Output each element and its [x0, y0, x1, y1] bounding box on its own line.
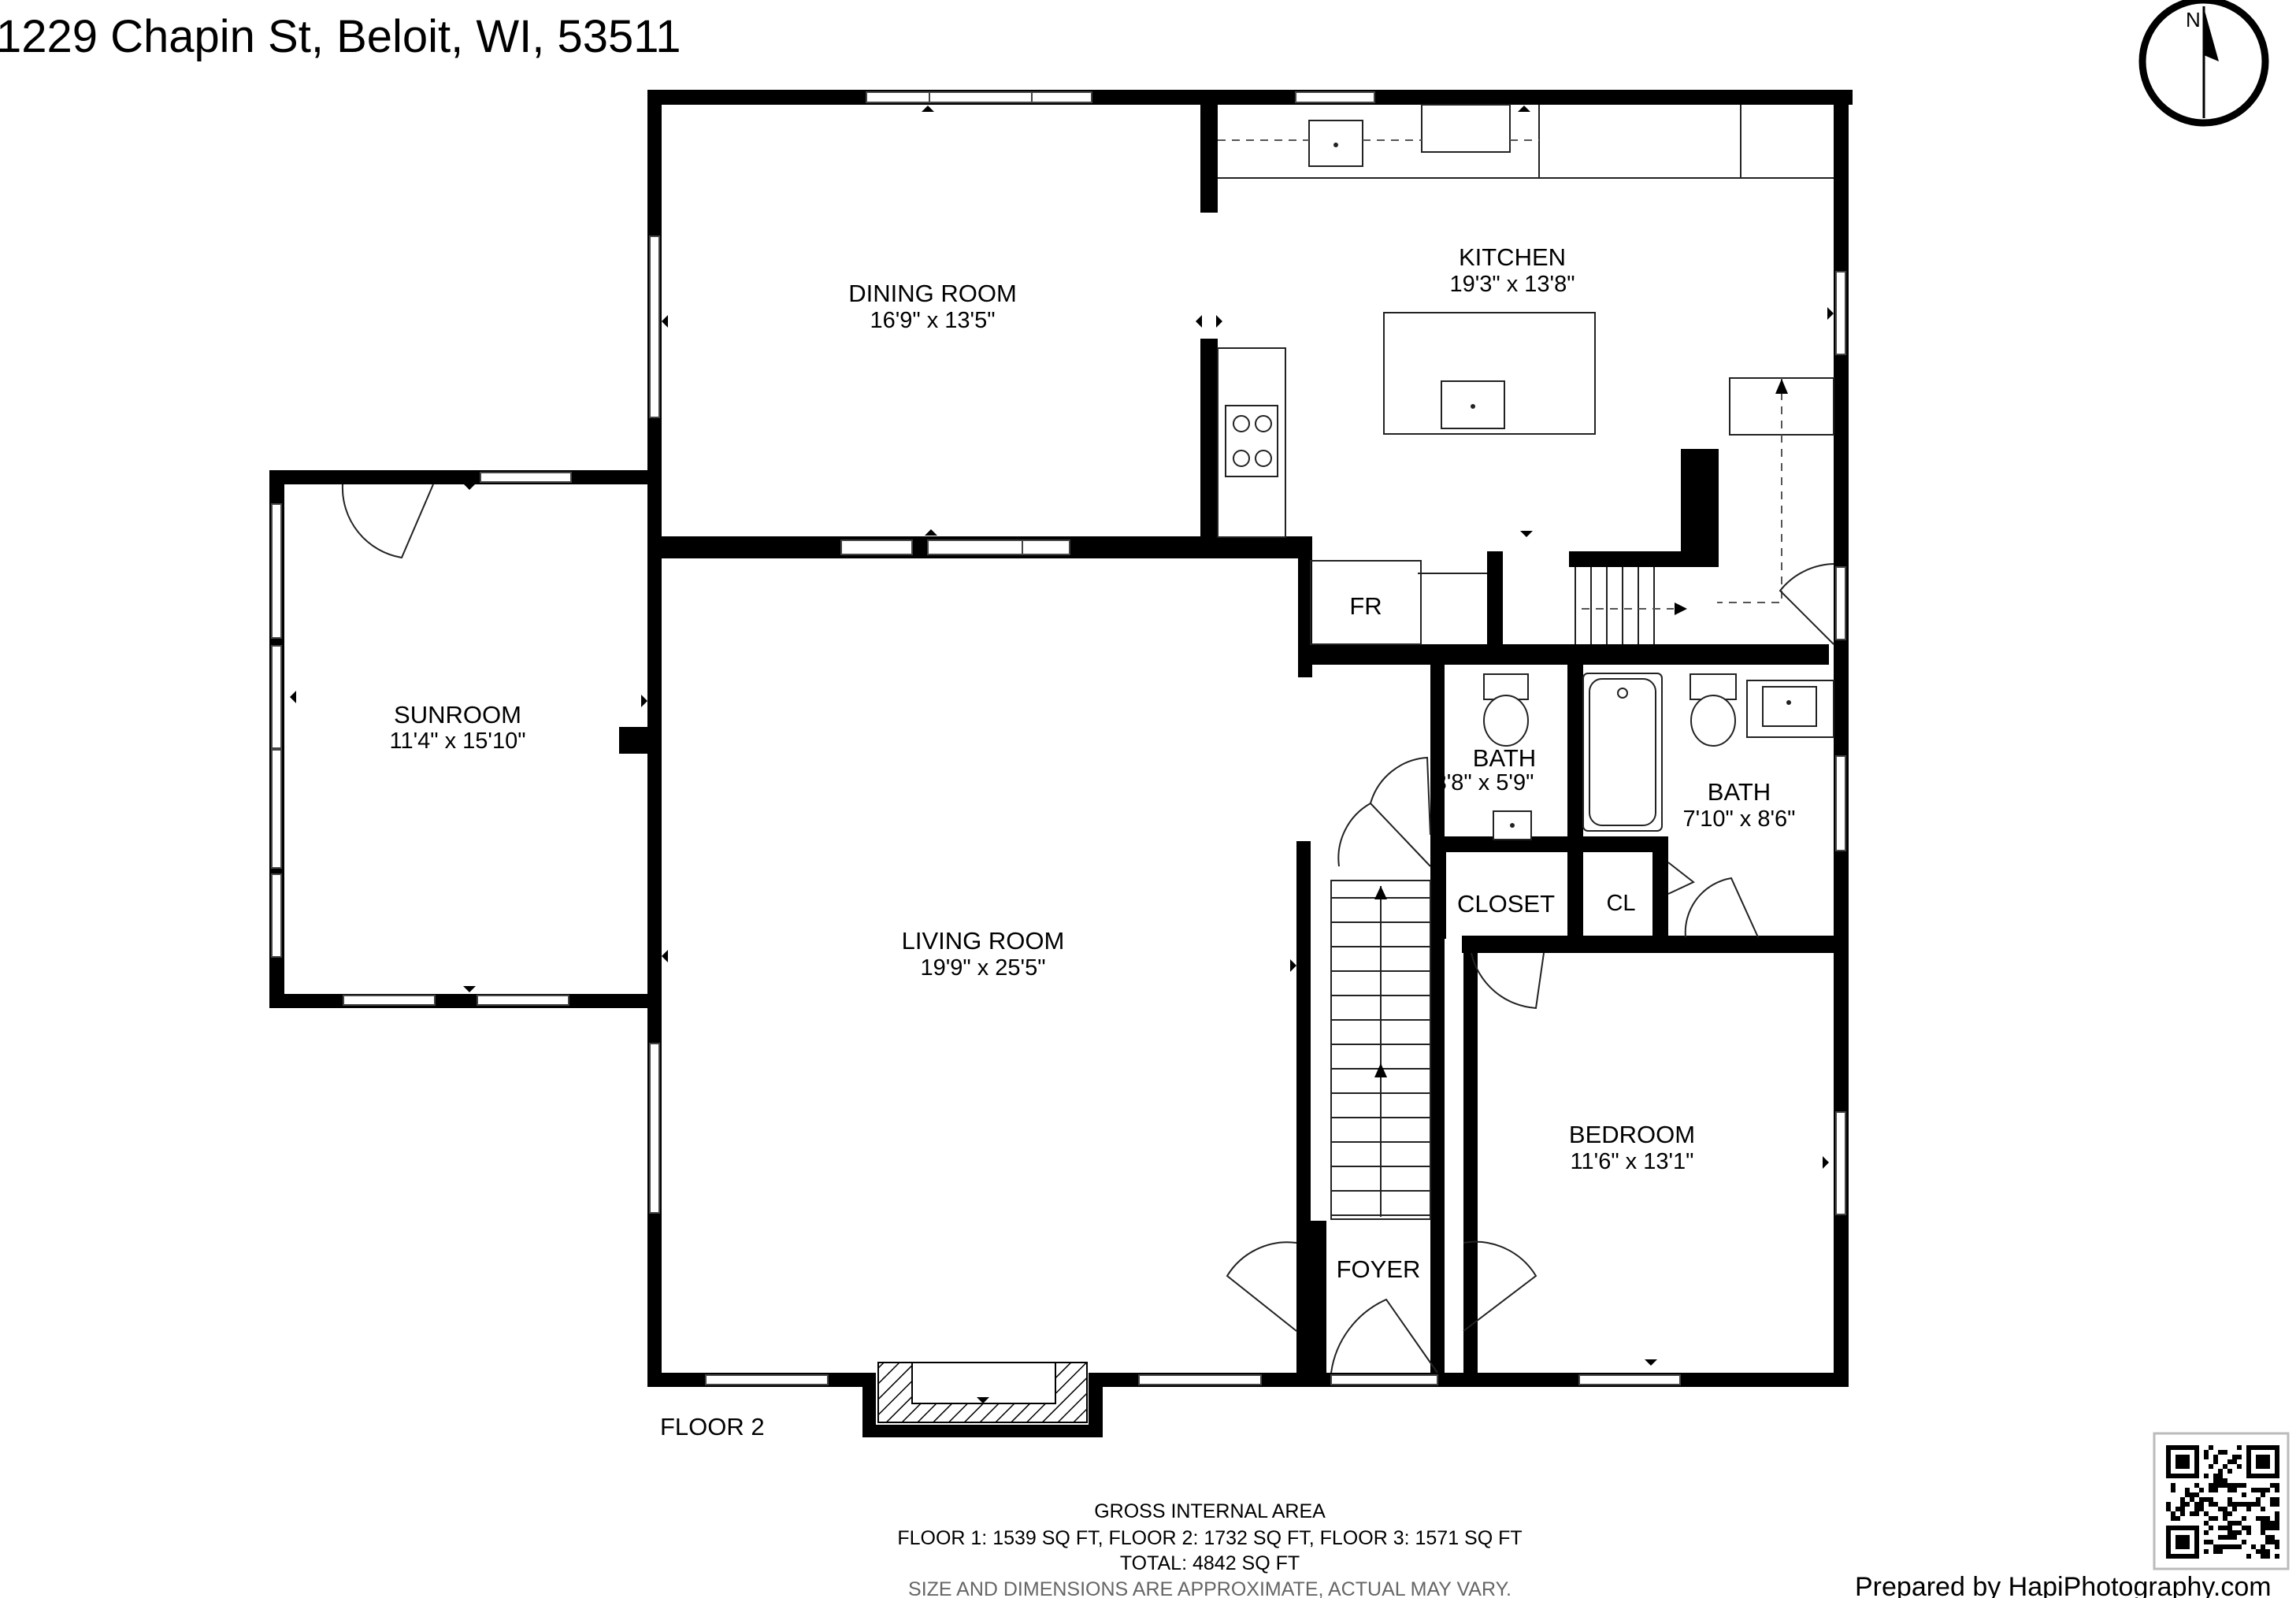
room-kitchen: KITCHEN 19'3" x 13'8" [1449, 243, 1575, 297]
room-dims: 19'3" x 13'8" [1449, 272, 1575, 297]
room-dims: 7'10" x 8'6" [1683, 806, 1796, 832]
room-name: CLOSET [1457, 890, 1555, 918]
room-bath-large: BATH 7'10" x 8'6" [1683, 778, 1796, 832]
qr-code-icon [2153, 1432, 2290, 1570]
address-title: 1229 Chapin St, Beloit, WI, 53511 [0, 11, 681, 62]
kitchen-fixtures [1217, 104, 1834, 645]
area-total: TOTAL: 4842 SQ FT [1120, 1552, 1300, 1574]
room-dims: 19'9" x 25'5" [920, 955, 1045, 981]
compass-north-label: N [2186, 8, 2201, 32]
room-name: CL [1606, 891, 1635, 916]
room-dims: 3'8" x 5'9" [1434, 770, 1534, 795]
room-bath-small: BATH 3'8" x 5'9" [1434, 744, 1537, 795]
doors [341, 484, 1759, 1374]
room-name: DINING ROOM [848, 280, 1017, 307]
area-disclaimer: SIZE AND DIMENSIONS ARE APPROXIMATE, ACT… [908, 1578, 1512, 1598]
window-markers [290, 106, 1834, 1403]
prepared-by: Prepared by HapiPhotography.com [1855, 1572, 2272, 1598]
area-summary: GROSS INTERNAL AREA FLOOR 1: 1539 SQ FT,… [897, 1500, 1522, 1598]
room-living: LIVING ROOM 19'9" x 25'5" [902, 927, 1065, 981]
area-floors: FLOOR 1: 1539 SQ FT, FLOOR 2: 1732 SQ FT… [897, 1527, 1522, 1549]
room-closet: CLOSET [1457, 890, 1555, 918]
room-name: BEDROOM [1569, 1121, 1695, 1148]
room-name: KITCHEN [1459, 243, 1566, 271]
room-dims: 11'4" x 15'10" [389, 729, 525, 754]
fr-stairs [1310, 560, 1687, 645]
windows [271, 91, 1846, 1385]
north-arrow-icon: N [2138, 0, 2269, 127]
room-name: BATH [1473, 744, 1536, 772]
room-cl: CL [1606, 891, 1635, 916]
room-fr: FR [1349, 592, 1382, 620]
main-staircase [1330, 880, 1431, 1220]
room-name: FR [1349, 592, 1382, 620]
room-bedroom: BEDROOM 11'6" x 13'1" [1569, 1121, 1695, 1174]
room-foyer: FOYER [1337, 1255, 1421, 1283]
room-dims: 16'9" x 13'5" [870, 308, 995, 333]
bath-fixtures [1483, 673, 1834, 840]
room-sunroom: SUNROOM 11'4" x 15'10" [389, 701, 525, 754]
fireplace-hatch [877, 1362, 1088, 1423]
room-name: FOYER [1337, 1255, 1421, 1283]
room-name: LIVING ROOM [902, 927, 1065, 955]
room-dining: DINING ROOM 16'9" x 13'5" [848, 280, 1017, 333]
area-heading: GROSS INTERNAL AREA [1094, 1500, 1326, 1522]
room-name: BATH [1708, 778, 1771, 806]
floor-label: FLOOR 2 [660, 1413, 765, 1440]
room-dims: 11'6" x 13'1" [1571, 1149, 1694, 1174]
room-name: SUNROOM [394, 701, 521, 729]
